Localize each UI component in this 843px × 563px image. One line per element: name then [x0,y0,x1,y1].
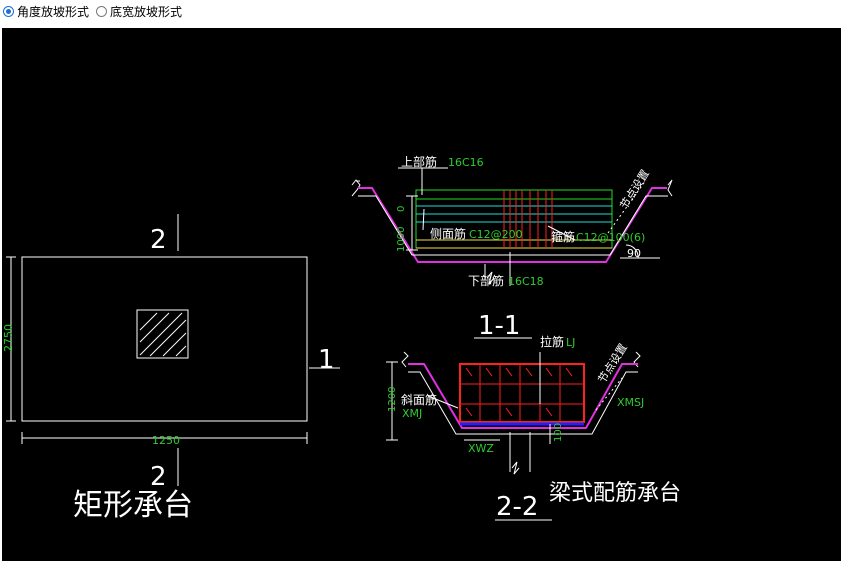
bottom-bar-spec: 16C18 [508,275,544,288]
bottom-width-slope-label: 底宽放坡形式 [110,4,183,19]
drawing-canvas: 2 2 1 2750 1250 矩形承台 [2,28,841,561]
plan-section-mark-bottom: 2 [150,462,167,492]
tie-label: 拉筋 [540,334,564,349]
section-1-view [351,167,673,339]
angle-slope-option[interactable]: 角度放坡形式 [3,3,89,20]
stirrups [503,190,553,248]
angle-label: 90 [627,247,641,260]
cap-outline [358,195,668,256]
section-2-view [386,351,641,521]
slope-bar-spec: XMJ [402,407,422,420]
plan-dim-width: 1250 [152,434,180,447]
dim-zero: 0 [396,206,407,212]
stirrup-spec: C12@100(6) [576,231,645,244]
tie-spec: LJ [566,336,575,349]
cap-outline-2 [408,371,638,435]
slab-outline-2 [408,363,638,429]
top-bar-spec: 16C16 [448,156,484,169]
slope-bar-label: 斜面筋 [401,392,437,407]
break-left-2 [401,351,409,368]
column-hatch [139,312,187,357]
angle-slope-label: 角度放坡形式 [17,4,90,19]
leader-side-bar [422,208,425,231]
break-left [351,179,361,197]
beam-title: 梁式配筋承台 [549,481,681,506]
cage-2-outline [459,363,585,423]
slope-mode-bar: 角度放坡形式 底宽放坡形式 [0,0,843,22]
bottom-width-slope-option[interactable]: 底宽放坡形式 [96,3,182,20]
plan-dim-height: 2750 [2,324,15,352]
break-right [667,179,673,197]
dim-small-2: 100 [553,423,564,442]
plan-view [6,214,340,486]
leader-stirrup [547,225,576,241]
stirrup-label: 箍筋 [551,229,575,244]
canvas-background [2,28,841,561]
section-1-title: 1-1 [478,311,520,341]
leader-slope-bar [427,395,459,409]
bottom-spec-2: XWZ [468,442,494,455]
column-outline [136,309,189,359]
dim-height-2: 1200 [387,387,398,412]
dim-depth: 1000 [396,227,407,252]
cage-2-hooks [465,367,573,417]
top-bar-label: 上部筋 [401,154,437,169]
bottom-bar-label: 下部筋 [468,273,504,288]
plan-section-mark-right: 1 [318,345,335,375]
pile-cap-outline [21,256,308,422]
side-bar-label: 侧面筋 [430,226,466,241]
side-bar-spec: C12@200 [469,228,523,241]
bottom-width-slope-radio[interactable] [96,5,108,17]
section-2-title: 2-2 [496,492,538,522]
plan-section-mark-top: 2 [150,225,167,255]
slope-bar-spec-right: XMSJ [617,396,644,409]
slab-outline [358,187,667,263]
plan-title: 矩形承台 [73,488,193,523]
angle-slope-radio[interactable] [3,5,14,17]
